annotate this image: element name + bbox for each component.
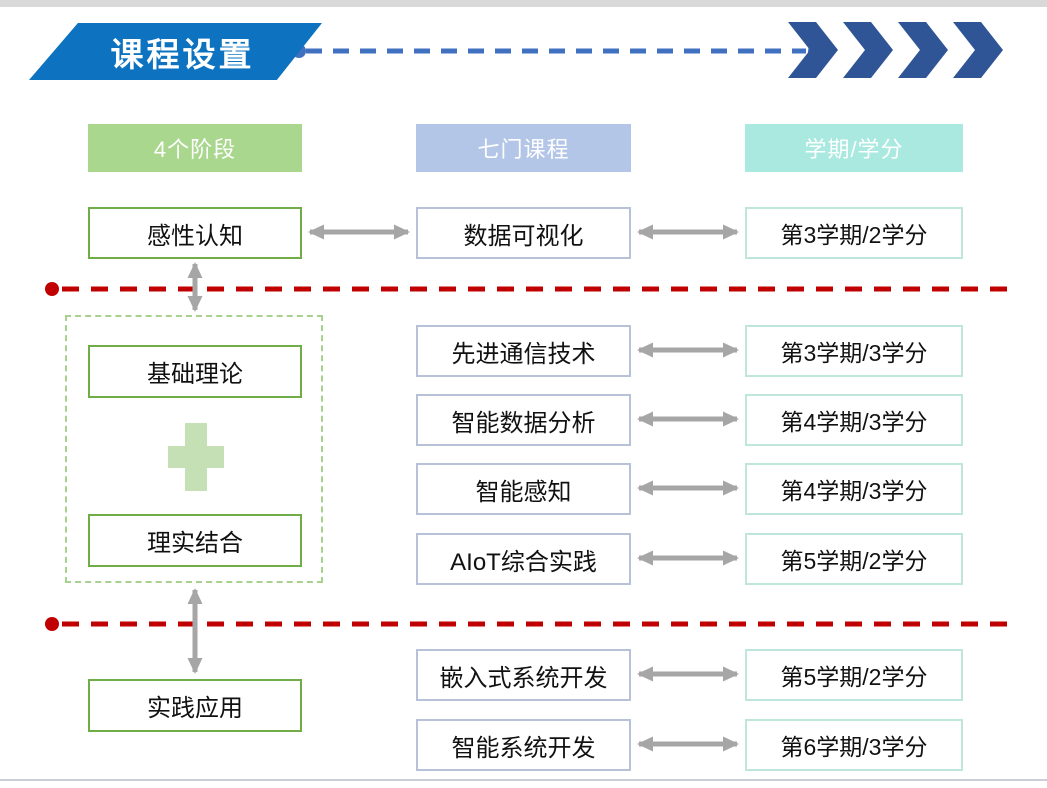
chevron-right-icon	[953, 22, 1003, 78]
divider-line-bottom	[45, 617, 1010, 631]
course-label: 先进通信技术	[451, 340, 596, 368]
stages-header-label: 4个阶段	[153, 137, 237, 162]
plus-icon	[168, 423, 224, 491]
divider-line-top	[45, 282, 1010, 296]
course-box-7: 智能系统开发	[416, 719, 631, 771]
course-box-2: 先进通信技术	[416, 325, 631, 377]
chevron-right-icon	[788, 22, 838, 78]
slide-bottom-edge	[0, 779, 1047, 781]
stage-label: 实践应用	[147, 695, 243, 722]
credits-column-header: 学期/学分	[745, 124, 963, 172]
credit-label: 第4学期/3学分	[780, 478, 928, 504]
stage-group-border	[65, 315, 323, 583]
credit-box-5: 第5学期/2学分	[745, 533, 963, 585]
credits-header-label: 学期/学分	[804, 137, 904, 162]
course-box-4: 智能感知	[416, 463, 631, 515]
credit-box-2: 第3学期/3学分	[745, 325, 963, 377]
credit-label: 第3学期/2学分	[780, 222, 928, 248]
stage-box-perception: 感性认知	[88, 207, 302, 259]
chevron-right-icon	[898, 22, 948, 78]
credit-box-1: 第3学期/2学分	[745, 207, 963, 259]
course-label: 智能数据分析	[451, 409, 596, 437]
course-label: 数据可视化	[463, 222, 584, 250]
slide-top-edge	[0, 0, 1047, 7]
credit-box-3: 第4学期/3学分	[745, 394, 963, 446]
stage-box-integration: 理实结合	[88, 514, 302, 567]
course-box-3: 智能数据分析	[416, 394, 631, 446]
course-box-1: 数据可视化	[416, 207, 631, 259]
course-label: AIoT综合实践	[450, 548, 597, 576]
page-title: 课程设置	[110, 35, 255, 73]
course-label: 智能感知	[475, 478, 572, 506]
stage-box-practice: 实践应用	[88, 679, 302, 732]
credit-box-7: 第6学期/3学分	[745, 719, 963, 771]
course-label: 智能系统开发	[451, 734, 596, 762]
credit-label: 第4学期/3学分	[780, 409, 928, 435]
credit-box-4: 第4学期/3学分	[745, 463, 963, 515]
course-label: 嵌入式系统开发	[439, 664, 608, 692]
chevron-right-icon	[843, 22, 893, 78]
stage-label: 理实结合	[147, 530, 243, 557]
credit-box-6: 第5学期/2学分	[745, 649, 963, 701]
course-box-6: 嵌入式系统开发	[416, 649, 631, 701]
stage-label: 感性认知	[147, 222, 243, 250]
courses-column-header: 七门课程	[416, 124, 631, 172]
title-dashed-connector	[292, 43, 824, 59]
courses-header-label: 七门课程	[477, 137, 570, 162]
credit-label: 第6学期/3学分	[780, 734, 928, 760]
stage-label: 基础理论	[147, 361, 243, 388]
course-box-5: AIoT综合实践	[416, 533, 631, 585]
credit-label: 第3学期/3学分	[780, 340, 928, 366]
stage-box-theory: 基础理论	[88, 345, 302, 398]
credit-label: 第5学期/2学分	[780, 548, 928, 574]
credit-label: 第5学期/2学分	[780, 664, 928, 690]
stages-column-header: 4个阶段	[88, 124, 302, 172]
title-banner: 课程设置	[29, 23, 322, 80]
